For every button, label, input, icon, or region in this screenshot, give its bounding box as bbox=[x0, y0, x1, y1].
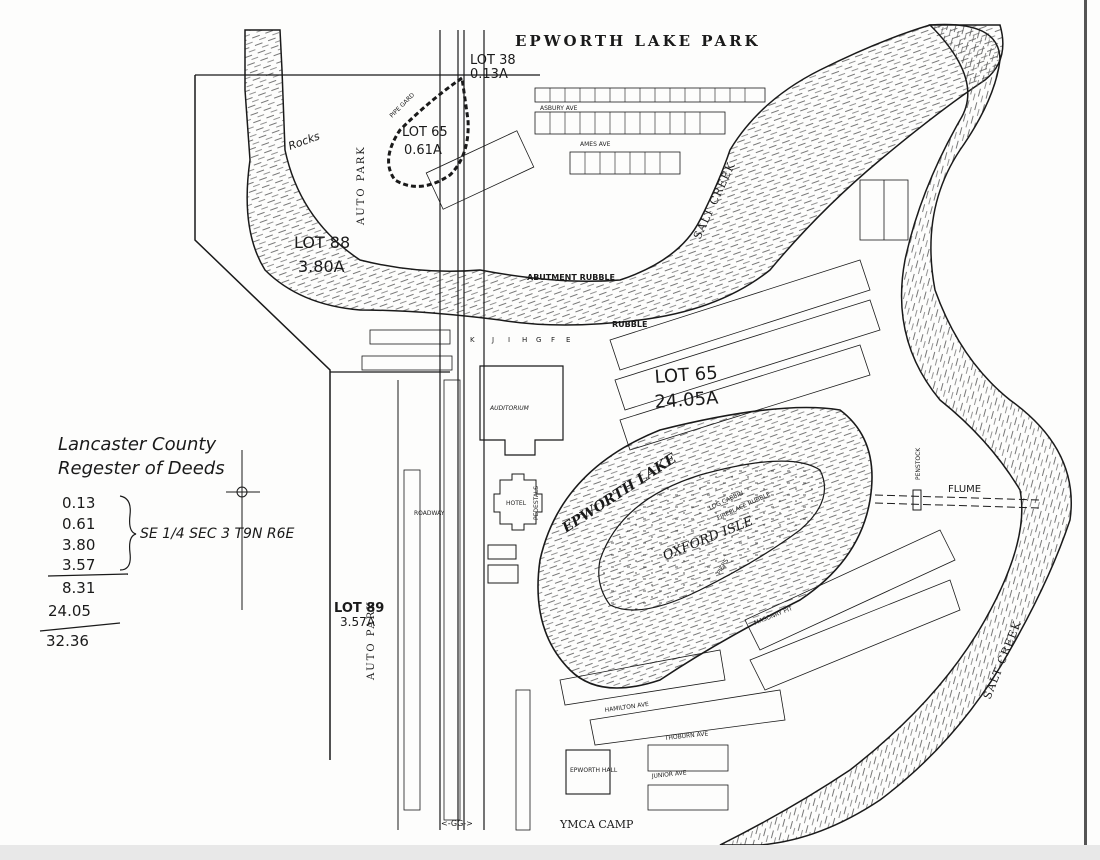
notes-heading-line2: Regester of Deeds bbox=[58, 458, 225, 479]
hotel-building bbox=[493, 473, 543, 531]
pipe-gard-loop bbox=[387, 75, 470, 188]
svg-text:H: H bbox=[522, 336, 527, 344]
acreage-brace bbox=[119, 495, 137, 571]
svg-text:J: J bbox=[491, 336, 494, 344]
abutment-rubble-label: ABUTMENT RUBBLE bbox=[527, 273, 615, 282]
small-building bbox=[487, 544, 517, 560]
svg-text:G: G bbox=[536, 336, 541, 344]
lot-letter-row: K J I H G F E bbox=[470, 336, 570, 344]
junior-ave-label: JUNIOR AVE bbox=[650, 769, 687, 780]
lot-65-large-area: 24.05A bbox=[654, 388, 720, 413]
svg-text:F: F bbox=[551, 336, 555, 344]
acreage-value-4: 3.57 bbox=[62, 556, 95, 574]
svg-text:I: I bbox=[508, 336, 510, 344]
lot-88-name: LOT 88 bbox=[294, 233, 350, 252]
acreage-total: 32.36 bbox=[46, 632, 89, 650]
epworth-hall-building bbox=[565, 749, 611, 795]
lot-column-strips bbox=[361, 329, 531, 831]
north-lot-rows bbox=[425, 87, 766, 210]
ames-ave-label: AMES AVE bbox=[580, 141, 611, 148]
oxford-isle bbox=[598, 460, 826, 611]
rubble-label: RUBBLE bbox=[612, 320, 647, 329]
acreage-value-1: 0.13 bbox=[62, 494, 95, 512]
map-title: EPWORTH LAKE PARK bbox=[515, 32, 761, 50]
lot-89-area: 3.57A bbox=[340, 615, 376, 629]
roadway-label: ROADWAY bbox=[414, 510, 445, 517]
rocks-label: Rocks bbox=[287, 129, 322, 152]
pedestals-label: PEDESTALS bbox=[533, 486, 540, 520]
svg-text:E: E bbox=[566, 336, 570, 344]
scan-bottom-band bbox=[0, 845, 1100, 860]
property-boundary bbox=[194, 75, 331, 760]
acreage-subtotal: 8.31 bbox=[62, 579, 95, 597]
thoburn-ave-label: THOBURN AVE bbox=[663, 730, 708, 742]
page-edge-shadow bbox=[1084, 0, 1087, 845]
acreage-value-2: 0.61 bbox=[62, 515, 95, 533]
flume-line-2 bbox=[874, 502, 1041, 509]
ymca-camp-label: YMCA CAMP bbox=[559, 818, 634, 831]
auditorium-label: AUDITORIUM bbox=[489, 405, 530, 412]
acreage-value-3: 3.80 bbox=[62, 536, 95, 554]
penstock-marker bbox=[912, 489, 922, 511]
auditorium-building bbox=[479, 365, 564, 456]
lot-65-large-name: LOT 65 bbox=[654, 363, 718, 388]
salt-creek-east-channel bbox=[719, 23, 1072, 846]
junior-pavilion bbox=[487, 564, 519, 584]
section-marker-icon bbox=[226, 450, 260, 610]
lot-38-area: 0.13A bbox=[470, 67, 508, 82]
lot-65-small-name: LOT 65 bbox=[402, 125, 448, 140]
lot-65-small-area: 0.61A bbox=[404, 143, 442, 158]
railroad-marker-label: <-GG-> bbox=[441, 819, 473, 828]
penstock-label: PENSTOCK bbox=[915, 447, 922, 480]
south-lot-blocks bbox=[559, 529, 961, 811]
svg-text:K: K bbox=[470, 336, 475, 344]
pipe-gard-label: PIPE GARD bbox=[388, 91, 416, 119]
sum-line-2 bbox=[39, 622, 121, 632]
east-lot-blocks bbox=[609, 179, 909, 451]
lot-88-area: 3.80A bbox=[298, 257, 345, 276]
north-lot-dividers bbox=[549, 88, 746, 174]
asbury-ave-label: ASBURY AVE bbox=[540, 105, 578, 112]
auto-park-north-label: AUTO PARK bbox=[356, 145, 367, 226]
lot-89-name: LOT 89 bbox=[334, 601, 384, 616]
hotel-label: HOTEL bbox=[506, 500, 527, 507]
acreage-addend: 24.05 bbox=[48, 602, 91, 620]
flume-label: FLUME bbox=[948, 484, 981, 495]
epworth-hall-label: EPWORTH HALL bbox=[570, 767, 618, 774]
auto-park-south-label: AUTO PARK bbox=[366, 600, 377, 681]
sum-line-1 bbox=[47, 573, 129, 577]
lot-38-name: LOT 38 bbox=[470, 53, 516, 68]
flume-line-1 bbox=[874, 494, 1041, 501]
notes-heading-line1: Lancaster County bbox=[58, 434, 216, 455]
legal-description: SE 1/4 SEC 3 T9N R6E bbox=[140, 526, 294, 542]
